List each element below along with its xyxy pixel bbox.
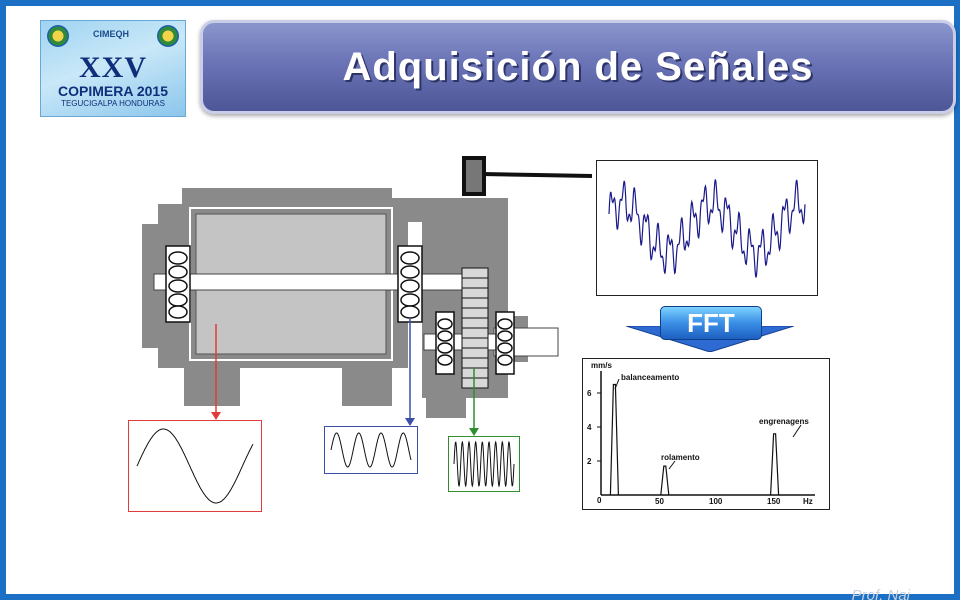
- fft-label: FFT: [660, 306, 762, 340]
- time-signal-panel: [596, 160, 818, 296]
- logo-event: COPIMERA 2015: [58, 83, 168, 99]
- slide-title: Adquisición de Señales: [342, 45, 814, 89]
- gear: [461, 267, 489, 389]
- x-tick-150: 150: [767, 497, 781, 506]
- bearing-lower-right: [495, 311, 515, 375]
- y-tick-6: 6: [587, 389, 592, 398]
- y-tick-4: 4: [587, 423, 592, 432]
- spectrum-y-unit: mm/s: [591, 361, 612, 370]
- sensor-cable: [481, 172, 593, 178]
- y-tick-2: 2: [587, 457, 592, 466]
- spectrum-chart: mm/s 6 4 2 0 50 100 150 Hz balanceamento…: [582, 358, 830, 510]
- logo-city: TEGUCIGALPA HONDURAS: [61, 99, 165, 108]
- motor-diagram: [142, 156, 593, 436]
- gear-waveform: [453, 440, 515, 488]
- leader-rolamento: [668, 460, 676, 470]
- peak-balanceamento: [609, 383, 619, 496]
- x-tick-0: 0: [597, 496, 602, 505]
- blue-arrow-head: [405, 418, 415, 426]
- peak-engrenagens: [770, 433, 780, 496]
- right-seal-icon: [157, 25, 179, 47]
- bearing-waveform-panel: [324, 426, 418, 474]
- left-seal-icon: [47, 25, 69, 47]
- bearing-left: [165, 245, 191, 323]
- x-tick-100: 100: [709, 497, 723, 506]
- spectrum-x-unit: Hz: [803, 497, 813, 506]
- bearing-right: [397, 245, 423, 323]
- peak-label-rolamento: rolamento: [661, 453, 700, 462]
- x-tick-50: 50: [655, 497, 664, 506]
- unbalance-waveform-panel: [128, 420, 262, 512]
- gear-waveform-panel: [448, 436, 520, 492]
- green-arrow-head: [469, 428, 479, 436]
- footer-author: Prof. Nai: [851, 587, 910, 604]
- unbalance-waveform: [136, 428, 254, 504]
- leader-engrenagens: [792, 424, 802, 438]
- bearing-waveform: [330, 432, 412, 468]
- title-banner: Adquisición de Señales: [200, 20, 956, 114]
- peak-label-balanceamento: balanceamento: [621, 373, 680, 382]
- logo-brand: CIMEQH: [93, 29, 129, 39]
- time-signal-waveform: [608, 179, 806, 278]
- copimera-logo: CIMEQH XXV COPIMERA 2015 TEGUCIGALPA HON…: [40, 20, 186, 117]
- peak-label-engrenagens: engrenagens: [759, 417, 809, 426]
- vibration-sensor: [462, 156, 486, 196]
- leader-balanceamento: [614, 378, 620, 390]
- logo-edition: XXV: [79, 51, 147, 84]
- peak-rolamento: [660, 465, 670, 496]
- red-arrow-head: [211, 412, 221, 420]
- bearing-lower-left: [435, 311, 455, 375]
